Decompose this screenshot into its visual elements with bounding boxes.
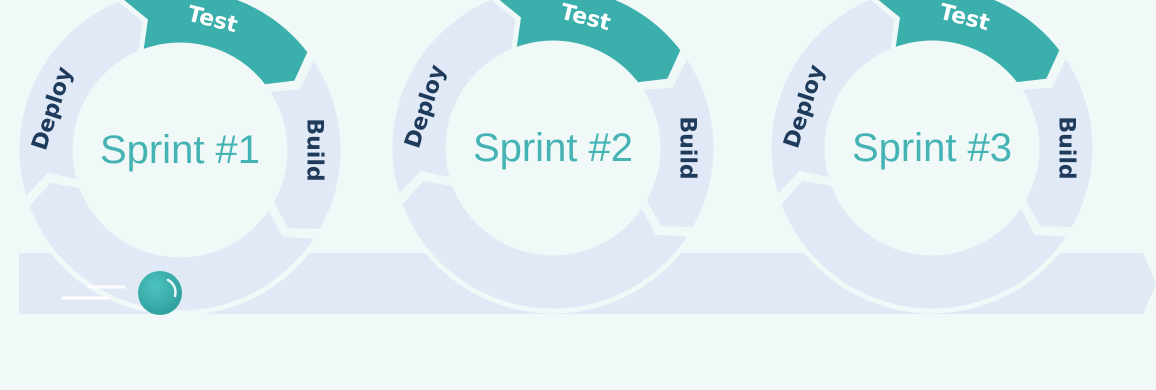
build-segment	[634, 49, 719, 233]
motion-lines-icon	[61, 285, 126, 300]
ring-lower-segment	[775, 175, 1075, 314]
deploy-segment	[766, 0, 900, 204]
deploy-segment	[14, 0, 148, 206]
build-label: Build	[675, 116, 700, 179]
sprint-title: Sprint #3	[852, 126, 1012, 170]
build-segment	[1013, 49, 1098, 233]
ball-icon	[138, 271, 182, 315]
ring-lower-segment	[396, 175, 696, 314]
build-segment	[261, 51, 346, 235]
build-label: Build	[1054, 116, 1079, 179]
test-segment	[491, 0, 687, 88]
sprint-title: Sprint #1	[100, 128, 260, 172]
sprint-title: Sprint #2	[473, 126, 633, 170]
ring-lower-segment	[23, 177, 323, 316]
test-segment	[116, 0, 314, 90]
test-segment	[870, 0, 1066, 88]
deploy-segment	[387, 0, 521, 204]
build-label: Build	[302, 118, 327, 181]
